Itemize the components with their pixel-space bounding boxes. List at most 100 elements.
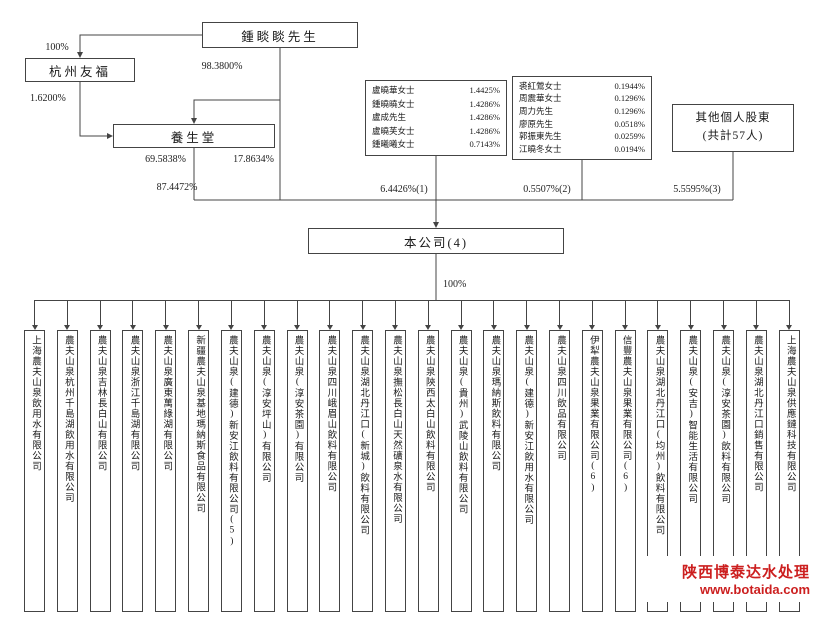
subsidiary-cell: 農夫山泉四川飲品有限公司	[549, 301, 570, 612]
subsidiary-box: 農夫山泉(建德)新安江飲用水有限公司	[516, 330, 538, 612]
subsidiary-cell: 農夫山泉杭州千島湖飲用水有限公司	[56, 301, 78, 612]
arrow-down-icon	[720, 325, 727, 330]
drop-line	[66, 301, 68, 325]
drop-line	[427, 301, 429, 325]
subsidiary-box: 農夫山泉(貴州)武陵山飲料有限公司	[450, 330, 472, 612]
pct-zhong-to-ysg: 98.3800%	[202, 61, 243, 72]
subsidiary-box: 農夫山泉杭州千島湖飲用水有限公司	[56, 330, 78, 612]
subsidiaries-connector-line	[34, 300, 790, 301]
pct-ysg-to-company: 69.5838%	[145, 154, 186, 165]
drop-line	[296, 301, 298, 325]
line-zhong-to-youfu	[79, 34, 202, 52]
shareholder-pct: 0.7143%	[469, 139, 500, 150]
drop-line	[362, 301, 364, 325]
subsidiary-cell: 農夫山泉湖北丹江口(新城)飲料有限公司	[352, 301, 374, 612]
watermark-url: www.botaida.com	[699, 582, 810, 597]
drop-line	[263, 301, 265, 325]
subsidiary-box: 信豐農夫山泉果業有限公司(6)	[614, 330, 636, 612]
arrow-down-icon	[392, 325, 399, 330]
drop-line	[690, 301, 692, 325]
subsidiary-cell: 農夫山泉吉林長白山有限公司	[89, 301, 111, 612]
drop-line	[132, 301, 134, 325]
subsidiary-box: 農夫山泉瑪納斯飲料有限公司	[483, 330, 505, 612]
node-yangshengtang: 養生堂	[113, 124, 275, 148]
subsidiary-box: 農夫山泉(淳安坪山)有限公司	[253, 330, 275, 612]
node-hangzhou-youfu: 杭州友福	[25, 58, 135, 82]
pct-zhong-direct: 17.8634%	[233, 154, 274, 165]
line-youfu-to-ysg	[79, 82, 107, 137]
subsidiary-cell: 農夫山泉撫松長白山天然礦泉水有限公司	[384, 301, 406, 612]
drop-line	[165, 301, 167, 325]
drop-line	[198, 301, 200, 325]
pct-youfu-to-ysg: 1.6200%	[30, 93, 66, 104]
arrow-down-icon	[556, 325, 563, 330]
subsidiary-cell: 農夫山泉陝西太白山飲料有限公司	[417, 301, 439, 612]
pct-company-to-subs: 100%	[443, 279, 466, 290]
shareholder-name: 郭振東先生	[519, 131, 562, 142]
pct-group-a: 6.4426%(1)	[380, 184, 428, 195]
shareholder-name: 周力先生	[519, 105, 554, 116]
arrow-down-icon	[261, 325, 268, 330]
subsidiary-box: 農夫山泉浙江千島湖有限公司	[122, 330, 144, 612]
arrow-down-icon	[490, 325, 497, 330]
node-other-shareholders: 其他個人股東 (共計57人)	[672, 104, 794, 152]
subsidiary-box: 上海農夫山泉供應鏈科技有限公司	[778, 330, 800, 612]
subsidiary-cell: 伊犁農夫山泉果業有限公司(6)	[581, 301, 603, 612]
drop-line	[723, 301, 725, 325]
subsidiary-box: 農夫山泉(淳安茶園)飲料有限公司	[713, 330, 735, 612]
drop-line	[329, 301, 331, 325]
shareholder-pct: 1.4286%	[469, 98, 500, 109]
shareholder-pct: 1.4286%	[469, 112, 500, 123]
subsidiary-cell: 農夫山泉(淳安茶園)有限公司	[286, 301, 308, 612]
subsidiary-cell: 農夫山泉(建德)新安江飲用水有限公司	[516, 301, 538, 612]
shareholder-name: 盧曉芙女士	[372, 125, 415, 136]
pct-youfu-ownership: 100%	[45, 42, 68, 53]
shareholder-pct: 0.0259%	[614, 131, 645, 142]
drop-line	[591, 301, 593, 325]
arrow-down-icon	[753, 325, 760, 330]
subsidiary-box: 農夫山泉湖北丹江口(均州)飲料有限公司	[647, 330, 669, 612]
shareholder-pct: 1.4286%	[469, 125, 500, 136]
subsidiary-cell: 上海農夫山泉供應鏈科技有限公司	[778, 301, 800, 612]
subsidiary-cell: 農夫山泉湖北丹江口(均州)飲料有限公司	[647, 301, 669, 612]
subsidiary-cell: 新疆農夫山泉基地瑪納斯食品有限公司	[188, 301, 210, 612]
arrow-down-icon	[425, 325, 432, 330]
subsidiary-box: 農夫山泉四川峨眉山飲料有限公司	[319, 330, 341, 612]
drop-line	[394, 301, 396, 325]
shareholder-name: 江曉冬女士	[519, 143, 562, 154]
shareholder-name: 鍾曉曉女士	[372, 98, 415, 109]
shareholder-pct: 0.1944%	[614, 80, 645, 91]
drop-line	[460, 301, 462, 325]
drop-line	[526, 301, 528, 325]
drop-line	[559, 301, 560, 325]
drop-line	[788, 301, 790, 325]
shareholder-name: 盧成先生	[372, 112, 407, 123]
subsidiary-box: 農夫山泉撫松長白山天然礦泉水有限公司	[384, 330, 406, 612]
arrow-down-icon	[622, 325, 629, 330]
subsidiary-box: 伊犁農夫山泉果業有限公司(6)	[581, 330, 603, 612]
drop-line	[657, 301, 659, 325]
subsidiary-box: 農夫山泉(安吉)智能生活有限公司	[680, 330, 702, 612]
drop-line	[99, 301, 101, 325]
subsidiary-cell: 信豐農夫山泉果業有限公司(6)	[614, 301, 636, 612]
subsidiary-cell: 農夫山泉(安吉)智能生活有限公司	[680, 301, 702, 612]
subsidiary-box: 農夫山泉湖北丹江口銷售有限公司	[745, 330, 767, 612]
arrow-down-icon	[195, 325, 202, 330]
watermark-text: 陕西博泰达水处理	[681, 564, 810, 581]
pct-group-b: 0.5507%(2)	[523, 184, 571, 195]
subsidiary-box: 農夫山泉湖北丹江口(新城)飲料有限公司	[352, 330, 374, 612]
shareholder-name: 裘紅鶯女士	[519, 80, 562, 91]
arrow-down-icon	[162, 325, 169, 330]
subsidiary-cell: 上海農夫山泉飲用水有限公司	[24, 301, 45, 612]
shareholder-row: 郭振東先生 0.0259%	[519, 131, 645, 142]
arrow-down-icon	[687, 325, 694, 330]
subsidiary-cell: 農夫山泉湖北丹江口銷售有限公司	[745, 301, 767, 612]
subsidiary-cell: 農夫山泉(貴州)武陵山飲料有限公司	[450, 301, 472, 612]
subsidiary-cell: 農夫山泉四川峨眉山飲料有限公司	[319, 301, 341, 612]
arrow-down-icon	[294, 325, 300, 330]
